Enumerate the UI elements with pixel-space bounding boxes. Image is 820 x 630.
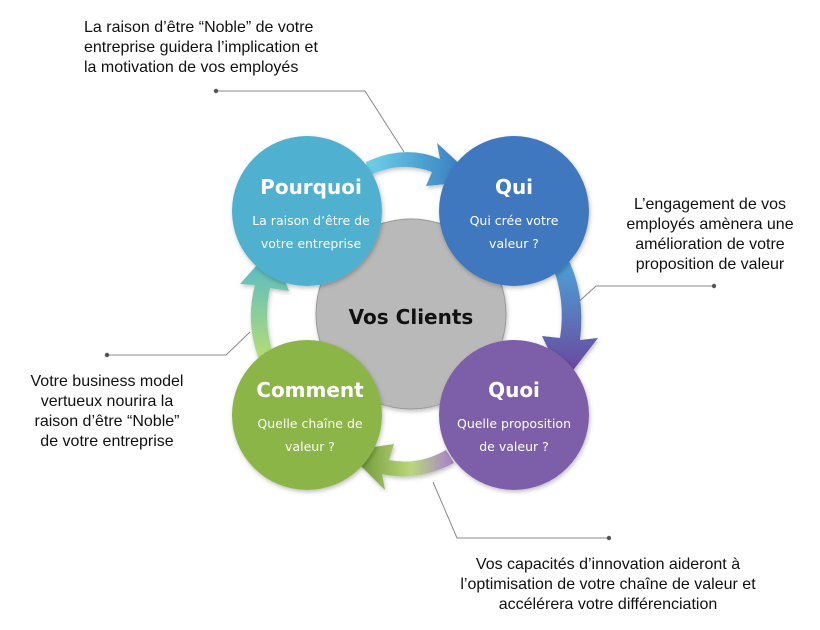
node-qui-circle xyxy=(439,136,589,286)
center-label: Vos Clients xyxy=(349,305,474,329)
callout-line-top xyxy=(216,90,405,153)
annotation-bottom-line: Vos capacités d’innovation aideront à xyxy=(475,556,741,573)
node-quoi-circle xyxy=(439,340,589,490)
annotation-bottom-line: l’optimisation de votre chaîne de valeur… xyxy=(460,576,756,593)
annotation-right-line: proposition de valeur xyxy=(635,256,785,273)
callout-line-right xyxy=(573,285,714,307)
annotation-left-line: Votre business model xyxy=(30,373,184,390)
callout-line-bottom xyxy=(432,481,609,539)
annotation-left: Votre business model vertueux nourira la… xyxy=(8,372,206,452)
node-pourquoi: Pourquoi La raison d’être de votre entre… xyxy=(232,136,382,286)
callout-dot-bottom xyxy=(606,535,612,541)
node-quoi-line1: Quelle proposition xyxy=(457,416,571,431)
node-pourquoi-circle xyxy=(232,136,382,286)
node-comment-line1: Quelle chaîne de xyxy=(257,416,363,431)
annotation-top-line: La raison d’être “Noble” de votre xyxy=(84,19,314,36)
node-qui: Qui Qui crée votre valeur ? xyxy=(439,136,589,286)
node-comment: Comment Quelle chaîne de valeur ? xyxy=(232,340,382,490)
node-comment-circle xyxy=(232,340,382,490)
annotation-right-line: L’engagement de vos xyxy=(633,196,787,213)
annotation-bottom: Vos capacités d’innovation aideront à l’… xyxy=(420,555,796,615)
node-quoi-title: Quoi xyxy=(488,378,540,402)
annotation-bottom-line: accélérera votre différenciation xyxy=(498,596,718,613)
node-pourquoi-title: Pourquoi xyxy=(260,175,362,199)
callout-dot-right xyxy=(711,283,717,289)
arrow-qui-to-quoi xyxy=(542,255,598,382)
callout-lines xyxy=(104,88,717,541)
center-circle xyxy=(315,218,507,410)
annotation-right: L’engagement de vos employés amènera une… xyxy=(604,195,816,275)
annotation-right-line: employés amènera une xyxy=(626,216,794,233)
arrow-quoi-to-comment xyxy=(346,444,454,490)
callout-line-left xyxy=(107,331,251,356)
node-quoi-line2: de valeur ? xyxy=(479,439,549,454)
node-qui-line1: Qui crée votre xyxy=(470,213,559,228)
node-comment-line2: valeur ? xyxy=(285,439,335,454)
annotation-top-line: entreprise guidera l’implication et xyxy=(84,39,318,56)
node-qui-title: Qui xyxy=(495,175,533,199)
annotation-left-line: raison d’être “Noble” xyxy=(34,413,180,430)
annotation-right-line: amélioration de votre xyxy=(635,236,785,253)
node-pourquoi-line2: votre entreprise xyxy=(261,236,362,251)
annotation-top: La raison d’être “Noble” de votre entrep… xyxy=(84,18,318,78)
callout-dot-left xyxy=(104,352,110,358)
callout-dot-top xyxy=(213,88,219,94)
annotation-left-line: de votre entreprise xyxy=(40,433,174,450)
annotation-top-line: la motivation de vos employés xyxy=(84,59,299,76)
node-quoi: Quoi Quelle proposition de valeur ? xyxy=(439,340,589,490)
node-qui-line2: valeur ? xyxy=(489,236,539,251)
node-comment-title: Comment xyxy=(256,378,364,402)
annotation-left-line: vertueux nourira la xyxy=(40,393,174,410)
node-pourquoi-line1: La raison d’être de xyxy=(252,213,370,228)
